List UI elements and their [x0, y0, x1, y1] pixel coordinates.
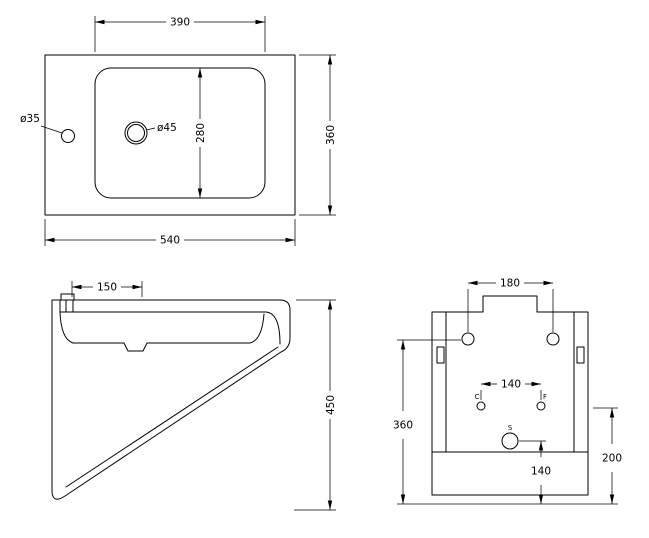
- tap-body-detail: [60, 293, 75, 301]
- dim-text-bowl-width: 390: [170, 17, 190, 29]
- dim-text-overall-depth: 360: [325, 125, 337, 145]
- bowl-profile-line: [59, 311, 265, 352]
- dim-text-overall-height: 450: [325, 395, 337, 415]
- dim-overall-width: 540: [44, 219, 296, 247]
- dim-bowl-width: 390: [94, 16, 266, 52]
- top-view: ø35 ø45 390 280 360 540: [20, 16, 337, 247]
- dim-fixing-spacing: 180: [467, 278, 554, 332]
- dim-lower-height: 200: [593, 407, 622, 504]
- dim-tap-spacing: 140: [480, 379, 542, 400]
- dim-text-fixing-spacing: 180: [500, 278, 520, 290]
- basin-profile-outline: [51, 299, 291, 500]
- dim-bowl-depth: 280: [195, 68, 207, 198]
- tap-hole-diameter-label: ø35: [20, 113, 40, 125]
- dim-waste-height: 140: [519, 440, 551, 504]
- drain-diameter-label: ø45: [157, 122, 177, 134]
- dim-fixing-height: 360: [393, 339, 618, 505]
- dim-text-lower-height: 200: [602, 453, 622, 465]
- bowl-outline-plan: [94, 67, 266, 199]
- rear-view: C F S 180 140 360 140: [393, 278, 622, 505]
- tap-hole-plan: [61, 129, 75, 143]
- tap-hole-f: [536, 401, 546, 411]
- dim-text-fixing-height: 360: [393, 420, 413, 432]
- hole-c-label: C: [475, 393, 480, 401]
- hole-s-label: S: [508, 424, 512, 432]
- leader-line: [145, 127, 156, 131]
- dim-text-overall-width: 540: [160, 235, 180, 247]
- dim-deck-depth: 150: [71, 281, 143, 297]
- hole-f-label: F: [543, 393, 547, 401]
- rear-outline: [431, 295, 589, 496]
- drain-hole-inner: [127, 124, 145, 142]
- tap-hole-c: [476, 401, 486, 411]
- underside-inner-line: [65, 346, 279, 488]
- leader-line: [40, 125, 63, 134]
- basin-outline-plan: [44, 54, 296, 216]
- fixing-hole: [546, 332, 560, 346]
- rim-inner-line: [59, 311, 281, 345]
- dim-text-waste-height: 140: [531, 466, 551, 478]
- side-view: 150 450: [51, 281, 337, 511]
- drain-hole-outer: [124, 121, 148, 145]
- waste-hole: [501, 432, 519, 450]
- fixing-slot: [436, 346, 445, 364]
- dim-overall-depth: 360: [299, 54, 337, 216]
- dim-text-tap-spacing: 140: [501, 379, 521, 391]
- dim-text-bowl-depth: 280: [195, 123, 207, 143]
- fixing-hole: [461, 332, 475, 346]
- fixing-slot: [576, 346, 585, 364]
- dim-text-deck-depth: 150: [97, 282, 117, 294]
- dim-overall-height: 450: [294, 299, 337, 511]
